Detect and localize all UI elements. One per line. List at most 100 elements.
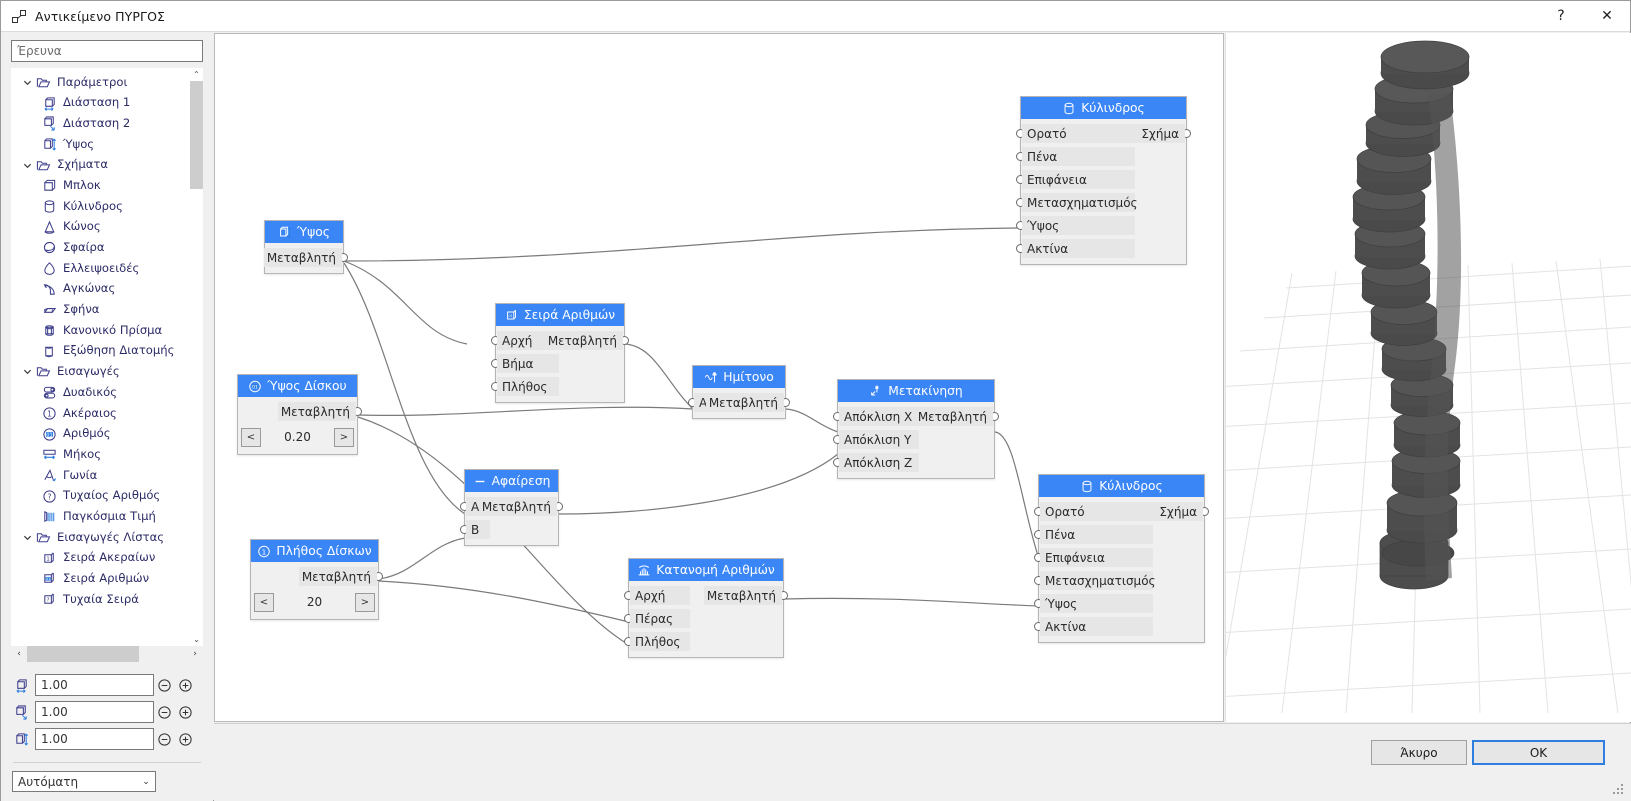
tree-item-9[interactable]: Ελλειψοειδές (12, 258, 190, 279)
resize-grip-icon[interactable] (1613, 784, 1625, 796)
input-port-label[interactable]: Πένα (1040, 525, 1153, 544)
spinner-prev-button[interactable]: < (241, 427, 261, 447)
tree-item-1[interactable]: Διάσταση 1 (12, 93, 190, 114)
output-port-label[interactable]: Μεταβλητή (706, 393, 784, 412)
output-port-label[interactable]: Μεταβλητή (479, 497, 557, 516)
scroll-down-arrow[interactable]: ⌄ (193, 635, 200, 644)
decrement-button-0[interactable] (154, 674, 175, 696)
node-header[interactable]: Κύλινδρος (1021, 97, 1186, 119)
input-port-label[interactable]: Βήμα (497, 354, 559, 373)
increment-button-0[interactable] (175, 674, 196, 696)
output-port-label[interactable]: Μεταβλητή (545, 331, 623, 350)
tree-item-14[interactable]: Εισαγωγές (12, 362, 190, 383)
tree-item-7[interactable]: Κώνος (12, 217, 190, 238)
tree-item-21[interactable]: Παγκόσμια Τιμή (12, 506, 190, 527)
chevron-down-icon[interactable] (20, 365, 34, 379)
node-header[interactable]: Ημίτονο (693, 366, 785, 388)
tree-scroll-thumb[interactable] (190, 81, 203, 189)
input-port-label[interactable]: Μετασχηματισμός (1040, 571, 1156, 590)
chevron-down-icon[interactable] (20, 158, 34, 172)
node-header[interactable]: Κύλινδρος (1039, 475, 1204, 497)
output-port-label[interactable]: Μεταβλητή (264, 248, 342, 267)
input-port-label[interactable]: Επιφάνεια (1022, 170, 1135, 189)
input-port-label[interactable]: Απόκλιση X (839, 407, 919, 426)
increment-button-1[interactable] (175, 701, 196, 723)
spinner-prev-button[interactable]: < (254, 592, 274, 612)
input-port-label[interactable]: Αρχή (630, 586, 690, 605)
decrement-button-2[interactable] (154, 728, 175, 750)
hscroll-track[interactable] (27, 646, 187, 662)
tree-item-13[interactable]: Εξώθηση Διατομής (12, 341, 190, 362)
tree-item-22[interactable]: Εισαγωγές Λίστας (12, 527, 190, 548)
output-port-label[interactable]: Σχήμα (1147, 502, 1203, 521)
chevron-down-icon[interactable] (20, 530, 34, 544)
tree-item-3[interactable]: Ύψος (12, 134, 190, 155)
output-port-label[interactable]: Μεταβλητή (915, 407, 993, 426)
tree-item-8[interactable]: Σφαίρα (12, 238, 190, 259)
input-port-label[interactable]: Ακτίνα (1040, 617, 1153, 636)
node-header[interactable]: Αφαίρεση (465, 470, 558, 492)
scroll-left-arrow[interactable]: ‹ (17, 649, 21, 659)
input-port-label[interactable]: Μετασχηματισμός (1022, 193, 1138, 212)
tree-horizontal-scrollbar[interactable]: ‹ › (11, 646, 203, 662)
help-button[interactable]: ? (1557, 8, 1565, 24)
input-port-label[interactable]: Απόκλιση Y (839, 430, 919, 449)
input-port-label[interactable]: Πλήθος (497, 377, 559, 396)
input-port-label[interactable]: Πλήθος (630, 632, 690, 651)
input-port-label[interactable]: Ύψος (1022, 216, 1135, 235)
chevron-down-icon[interactable] (20, 75, 34, 89)
tree-item-25[interactable]: ?Τυχαία Σειρά (12, 589, 190, 610)
scroll-up-arrow[interactable]: ⌃ (193, 70, 200, 79)
tree-item-4[interactable]: Σχήματα (12, 155, 190, 176)
input-port-label[interactable]: Ύψος (1040, 594, 1153, 613)
tree-vertical-scrollbar[interactable]: ⌃ ⌄ (190, 68, 203, 646)
output-port-label[interactable]: Μεταβλητή (704, 586, 782, 605)
spinner-value[interactable]: 0.20 (284, 430, 311, 444)
input-port-label[interactable]: Αρχή (497, 331, 559, 350)
ok-button[interactable]: OK (1472, 740, 1605, 765)
output-port-label[interactable]: Σχήμα (1129, 124, 1185, 143)
numeric-input-2[interactable] (35, 728, 154, 750)
node-header[interactable]: Κατανομή Αριθμών (629, 559, 783, 581)
spinner-value[interactable]: 20 (306, 595, 323, 609)
hscroll-thumb[interactable] (27, 646, 139, 662)
tree-item-6[interactable]: Κύλινδρος (12, 196, 190, 217)
increment-button-2[interactable] (175, 728, 196, 750)
spinner-next-button[interactable]: > (334, 427, 354, 447)
tree-item-12[interactable]: Κανονικό Πρίσμα (12, 320, 190, 341)
tree-item-0[interactable]: Παράμετροι (12, 72, 190, 93)
input-port-label[interactable]: Ορατό (1022, 124, 1135, 143)
tree-item-15[interactable]: Δυαδικός (12, 382, 190, 403)
3d-viewport[interactable] (1225, 33, 1631, 722)
input-port-label[interactable]: Απόκλιση Z (839, 453, 919, 472)
scroll-right-arrow[interactable]: › (193, 649, 197, 659)
numeric-input-1[interactable] (35, 701, 154, 723)
input-port-label[interactable]: Πέρας (630, 609, 690, 628)
tree-item-2[interactable]: Διάσταση 2 (12, 113, 190, 134)
input-port-label[interactable]: B (466, 520, 490, 539)
numeric-input-0[interactable] (35, 674, 154, 696)
input-port-label[interactable]: Πένα (1022, 147, 1135, 166)
tree-item-5[interactable]: Μπλοκ (12, 175, 190, 196)
node-header[interactable]: Μετακίνηση (838, 380, 994, 402)
quality-select[interactable]: Αυτόματη ⌄ (12, 771, 156, 792)
search-input[interactable] (11, 40, 203, 62)
tree-item-19[interactable]: Γωνία (12, 465, 190, 486)
output-port-label[interactable]: Μεταβλητή (278, 402, 356, 421)
output-port-label[interactable]: Μεταβλητή (299, 567, 377, 586)
